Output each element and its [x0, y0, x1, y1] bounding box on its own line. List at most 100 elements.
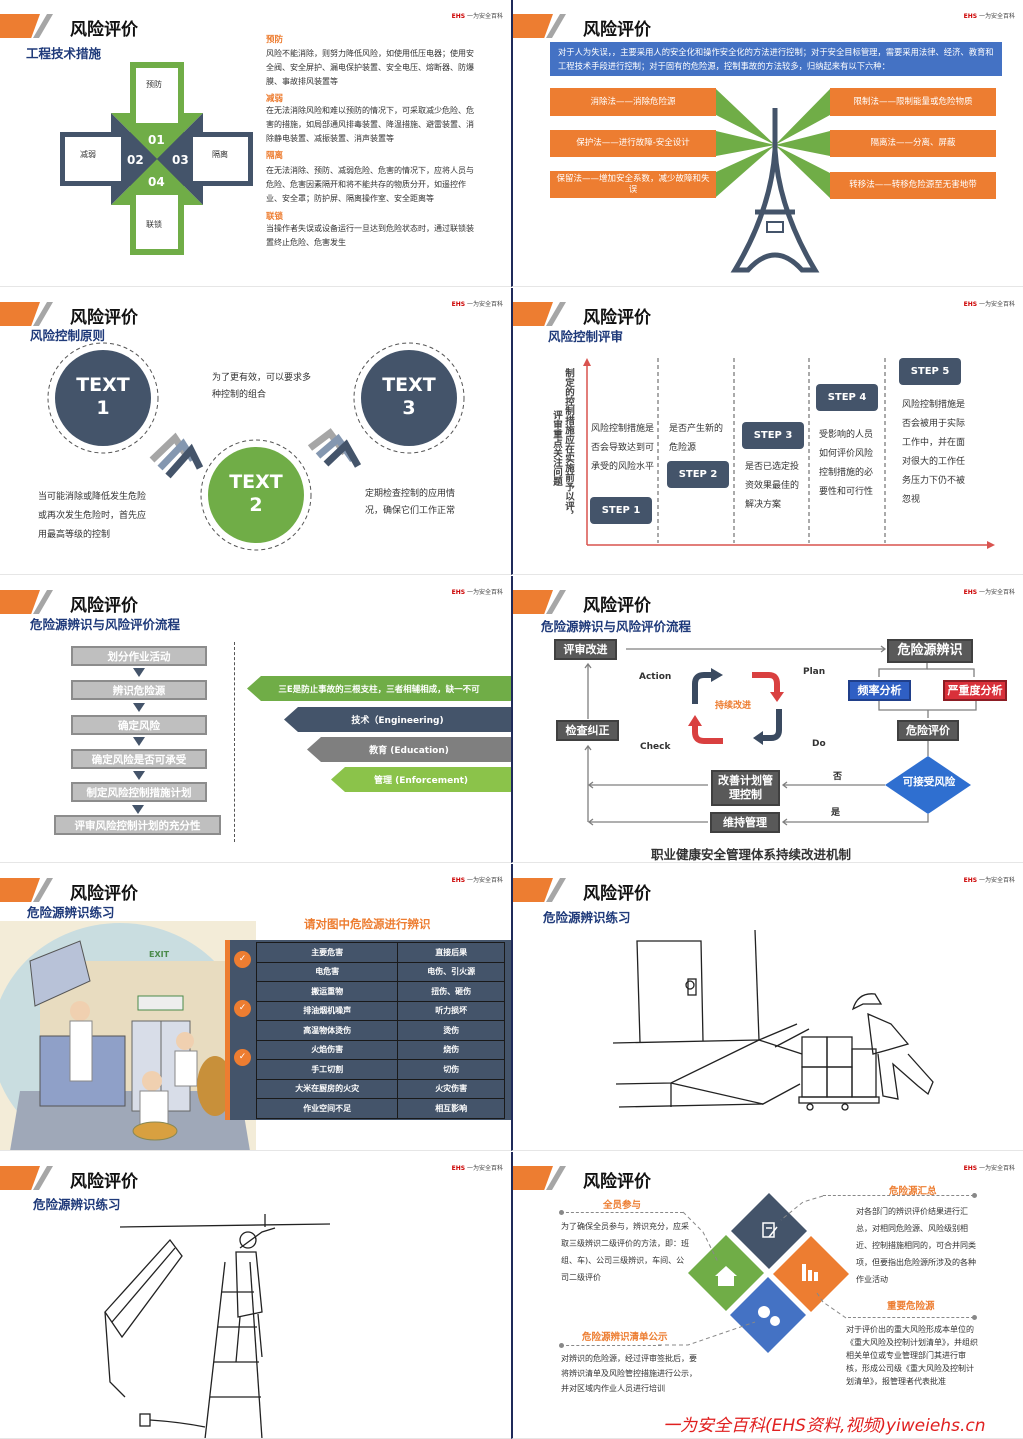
principle-text-left: 当可能消除或降低发生危险或再次发生危险时，首先应用最高等级的控制 — [38, 492, 147, 540]
cross-number-03: 03 — [172, 153, 189, 167]
brand-logo: EHS 一为安全百科 — [451, 301, 503, 308]
step-2-text: 是否产生新的危险源 — [669, 424, 724, 453]
measure-text: 当操作者失误或设备运行一旦达到危险状态时，通过联锁装置终止危险、危害发生 — [266, 224, 474, 247]
consequence-cell: 直接后果 — [397, 942, 505, 963]
cross-diagram — [60, 62, 253, 255]
node-check-correct: 检查纠正 — [556, 720, 619, 741]
hazard-cell: 搬运重物 — [255, 981, 399, 1002]
consequence-cell: 火灾伤害 — [397, 1078, 505, 1099]
method-transfer: 转移法——转移危险源至无害地带 — [830, 172, 996, 199]
divider — [234, 642, 235, 842]
measure-heading: 减弱 — [266, 94, 284, 104]
branch-no-label: 否 — [833, 772, 843, 782]
pdca-do-label: Do — [812, 739, 826, 749]
leader-dot — [559, 1210, 564, 1215]
slide-subtitle: 危险源辨识练习 — [33, 1197, 121, 1212]
section-heading-all-staff: 全员参与 — [603, 1200, 642, 1211]
principle-text-right: 定期检查控制的应用情况，确保它们工作正常 — [365, 489, 456, 516]
table-header-row: 主要危害直接后果 — [255, 942, 505, 963]
slide-subtitle: 风险控制评审 — [548, 329, 624, 344]
step-4-badge: STEP 4 — [816, 384, 878, 411]
cart-ramp-illustration — [612, 929, 934, 1111]
slide-title: 风险评价 — [583, 884, 651, 904]
arrow-down-icon — [133, 668, 145, 677]
slide-hazard-management: 风险评价 EHS 一为安全百科 全员参与 为了确保全员参与，辨识充分，应采取三级… — [511, 1152, 1023, 1439]
cross-number-02: 02 — [127, 153, 144, 167]
hazard-cell: 大米在厨房的火灾 — [255, 1078, 399, 1099]
eiffel-tower-diagram — [716, 89, 830, 273]
measure-heading: 预防 — [266, 35, 284, 45]
slide-ramp-exercise: 风险评价 EHS 一为安全百科 危险源辨识练习 — [511, 864, 1023, 1151]
slide-subtitle: 风险控制原则 — [30, 328, 106, 343]
flow-step: 确定风险是否可承受 — [71, 749, 207, 769]
table-row: 火焰伤害烧伤 — [255, 1039, 505, 1060]
slide-kitchen-exercise: 风险评价 EHS 一为安全百科 危险源辨识练习 EXIT 请对图中危险源进行辨识… — [0, 864, 511, 1151]
table-row: 大米在厨房的火灾火灾伤害 — [255, 1078, 505, 1099]
leader-dot — [972, 1193, 977, 1198]
chevron-right-icon — [307, 428, 362, 468]
exercise-prompt: 请对图中危险源进行辨识 — [304, 917, 431, 931]
measure-heading: 联锁 — [266, 212, 284, 222]
step-5-badge: STEP 5 — [899, 358, 961, 385]
hazard-cell: 高温物体烫伤 — [255, 1020, 399, 1041]
method-protect: 保护法——进行故障-安全设计 — [550, 130, 716, 157]
panel-accent — [225, 940, 230, 1120]
consequence-cell: 扭伤、砸伤 — [397, 981, 505, 1002]
hazard-cell: 排油烟机噪声 — [255, 1000, 399, 1021]
principle-text-mid: 为了更有效，可以要求多种控制的组合 — [212, 373, 312, 400]
slide-subtitle: 危险源辨识练习 — [543, 910, 631, 925]
hazard-cell: 作业空间不足 — [255, 1098, 399, 1119]
pdca-plan-label: Plan — [803, 667, 826, 677]
cross-label-right: 隔离 — [212, 150, 228, 159]
flow-step: 确定风险 — [71, 715, 207, 735]
step-4-text: 受影响的人员如何评价风险控制措施的必要性和可行性 — [819, 430, 874, 497]
table-row: 手工切割切伤 — [255, 1059, 505, 1080]
diamond-cluster — [658, 1193, 849, 1353]
pdca-action-label: Action — [639, 672, 672, 682]
slide-subtitle: 危险源辨识与风险评价流程 — [30, 617, 181, 632]
bar-chart-icon — [802, 1264, 818, 1281]
node-hazard-identification: 危险源辨识 — [887, 639, 973, 663]
slide-six-control-methods: 风险评价 EHS 一为安全百科 对于人为失误，，主要采用人的安全化和操作安全化的… — [511, 0, 1023, 287]
step-1-text: 风险控制措施是否会导致达到可承受的风险水平 — [591, 424, 655, 472]
slide-title: 风险评价 — [70, 20, 138, 40]
node-improvement-plan: 改善计划管理控制 — [711, 770, 780, 806]
step-3-badge: STEP 3 — [742, 422, 804, 449]
brand-logo: EHS 一为安全百科 — [963, 877, 1015, 884]
section-heading-summary: 危险源汇总 — [889, 1186, 937, 1197]
table-row: 搬运重物扭伤、砸伤 — [255, 981, 505, 1002]
header-accent-bar — [0, 590, 40, 614]
slide-title: 风险评价 — [70, 884, 138, 904]
document-edit-icon — [762, 1222, 778, 1238]
leader-line — [848, 1317, 974, 1318]
header-accent-bar — [0, 878, 40, 902]
check-icon: ✓ — [234, 951, 251, 968]
node-maintain-management: 维持管理 — [710, 812, 780, 833]
measure-heading: 隔离 — [266, 151, 284, 161]
three-e-banner: 三E是防止事故的三根支柱，三者相辅相成，缺一不可 — [247, 676, 511, 701]
consequence-cell: 切伤 — [397, 1059, 505, 1080]
leader-dot — [559, 1343, 564, 1348]
step-3-text: 是否已选定投资效果最佳的解决方案 — [745, 462, 800, 510]
leader-dot — [972, 1315, 977, 1320]
slide-control-review: 风险评价 EHS 一为安全百科 风险控制评审 制定的控制措施应在实施前予以评， … — [511, 288, 1023, 575]
slide-title: 风险评价 — [583, 596, 651, 616]
flow-connectors — [584, 645, 977, 826]
hazard-cell: 电危害 — [255, 961, 399, 982]
cross-label-left: 减弱 — [80, 150, 96, 159]
slide-pdca-flow: 风险评价 EHS 一为安全百科 危险源辨识与风险评价流程 评审改进 检 — [511, 576, 1023, 863]
slide-subtitle: 危险源辨识与风险评价流程 — [541, 619, 692, 634]
watermark: 一为安全百科(EHS资料,视频)yiweiehs.cn — [663, 1416, 986, 1436]
flow-step: 评审风险控制计划的充分性 — [54, 815, 221, 835]
brand-logo: EHS 一为安全百科 — [451, 589, 503, 596]
leader-line — [823, 1195, 974, 1196]
leader-line — [561, 1212, 683, 1213]
slide-subtitle: 危险源辨识练习 — [27, 905, 115, 920]
brand-logo: EHS 一为安全百科 — [451, 877, 503, 884]
diagram-caption: 职业健康安全管理体系持续改进机制 — [651, 847, 852, 862]
three-e-engineering: 技术（Engineering) — [284, 707, 511, 732]
document-diamond — [731, 1193, 807, 1269]
